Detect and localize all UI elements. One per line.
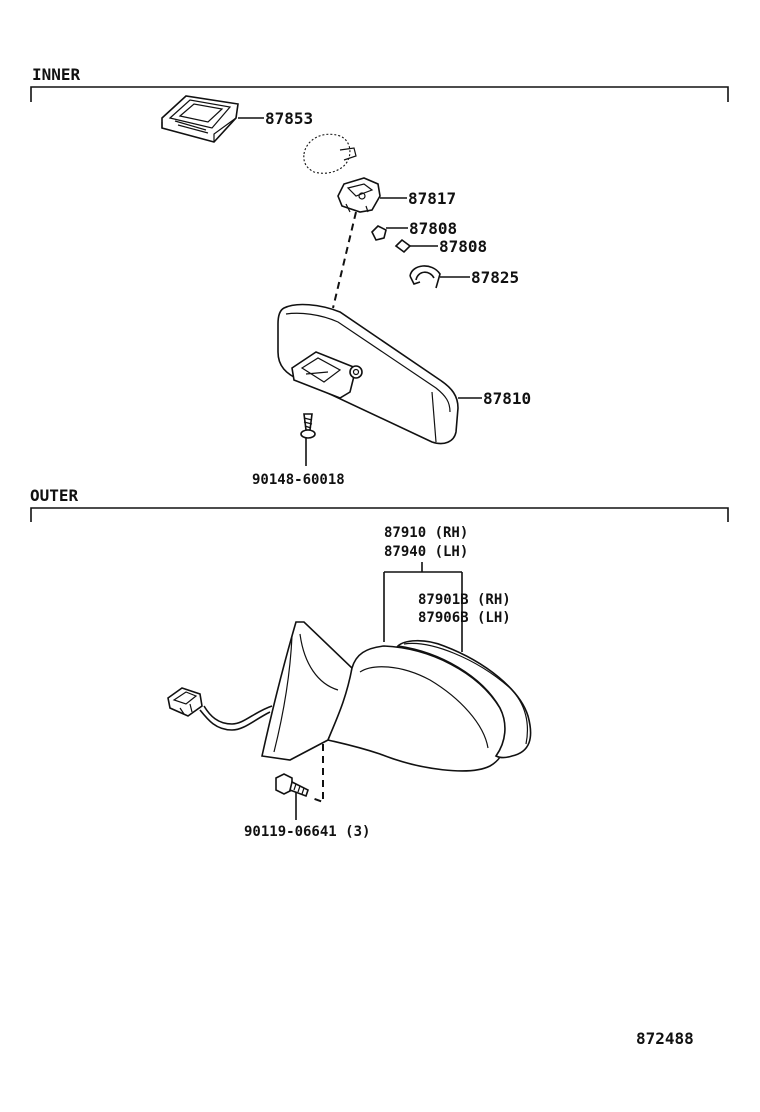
section-bracket-inner (30, 86, 729, 102)
part-label-87901b: 87901B (RH) (418, 592, 511, 608)
inner-mirror-87810-drawing (277, 303, 459, 445)
part-label-87910: 87910 (RH) (384, 525, 468, 541)
section-bracket-outer (30, 507, 729, 522)
section-label-outer: OUTER (30, 486, 79, 505)
bracket-87817-drawing (337, 177, 381, 213)
diagram-id: 872488 (636, 1029, 694, 1048)
clip-87808-a-drawing (371, 225, 387, 241)
clip-87825-drawing (409, 265, 441, 289)
part-label-87808-b: 87808 (439, 237, 487, 256)
cover-87853-drawing (161, 95, 239, 143)
screw-90148-drawing (300, 413, 316, 439)
part-label-90148: 90148-60018 (252, 472, 345, 488)
part-label-90119: 90119-06641 (3) (244, 824, 370, 840)
part-label-87825: 87825 (471, 268, 519, 287)
section-label-inner: INNER (32, 65, 81, 84)
part-label-87940: 87940 (LH) (384, 544, 468, 560)
part-label-87817: 87817 (408, 189, 456, 208)
dotted-outline (303, 133, 351, 174)
assembly-dashed-line-inner (332, 211, 357, 309)
clip-tab (339, 147, 357, 161)
leader-bracket-87910 (383, 562, 463, 652)
bolt-90119-drawing (275, 773, 309, 798)
part-label-87810: 87810 (483, 389, 531, 408)
part-label-87853: 87853 (265, 109, 313, 128)
assembly-dashed-line-outer (311, 744, 324, 804)
part-label-87906b: 87906B (LH) (418, 610, 511, 626)
outer-mirror-drawing (167, 621, 532, 772)
part-label-87808-a: 87808 (409, 219, 457, 238)
clip-87808-b-drawing (394, 238, 412, 254)
